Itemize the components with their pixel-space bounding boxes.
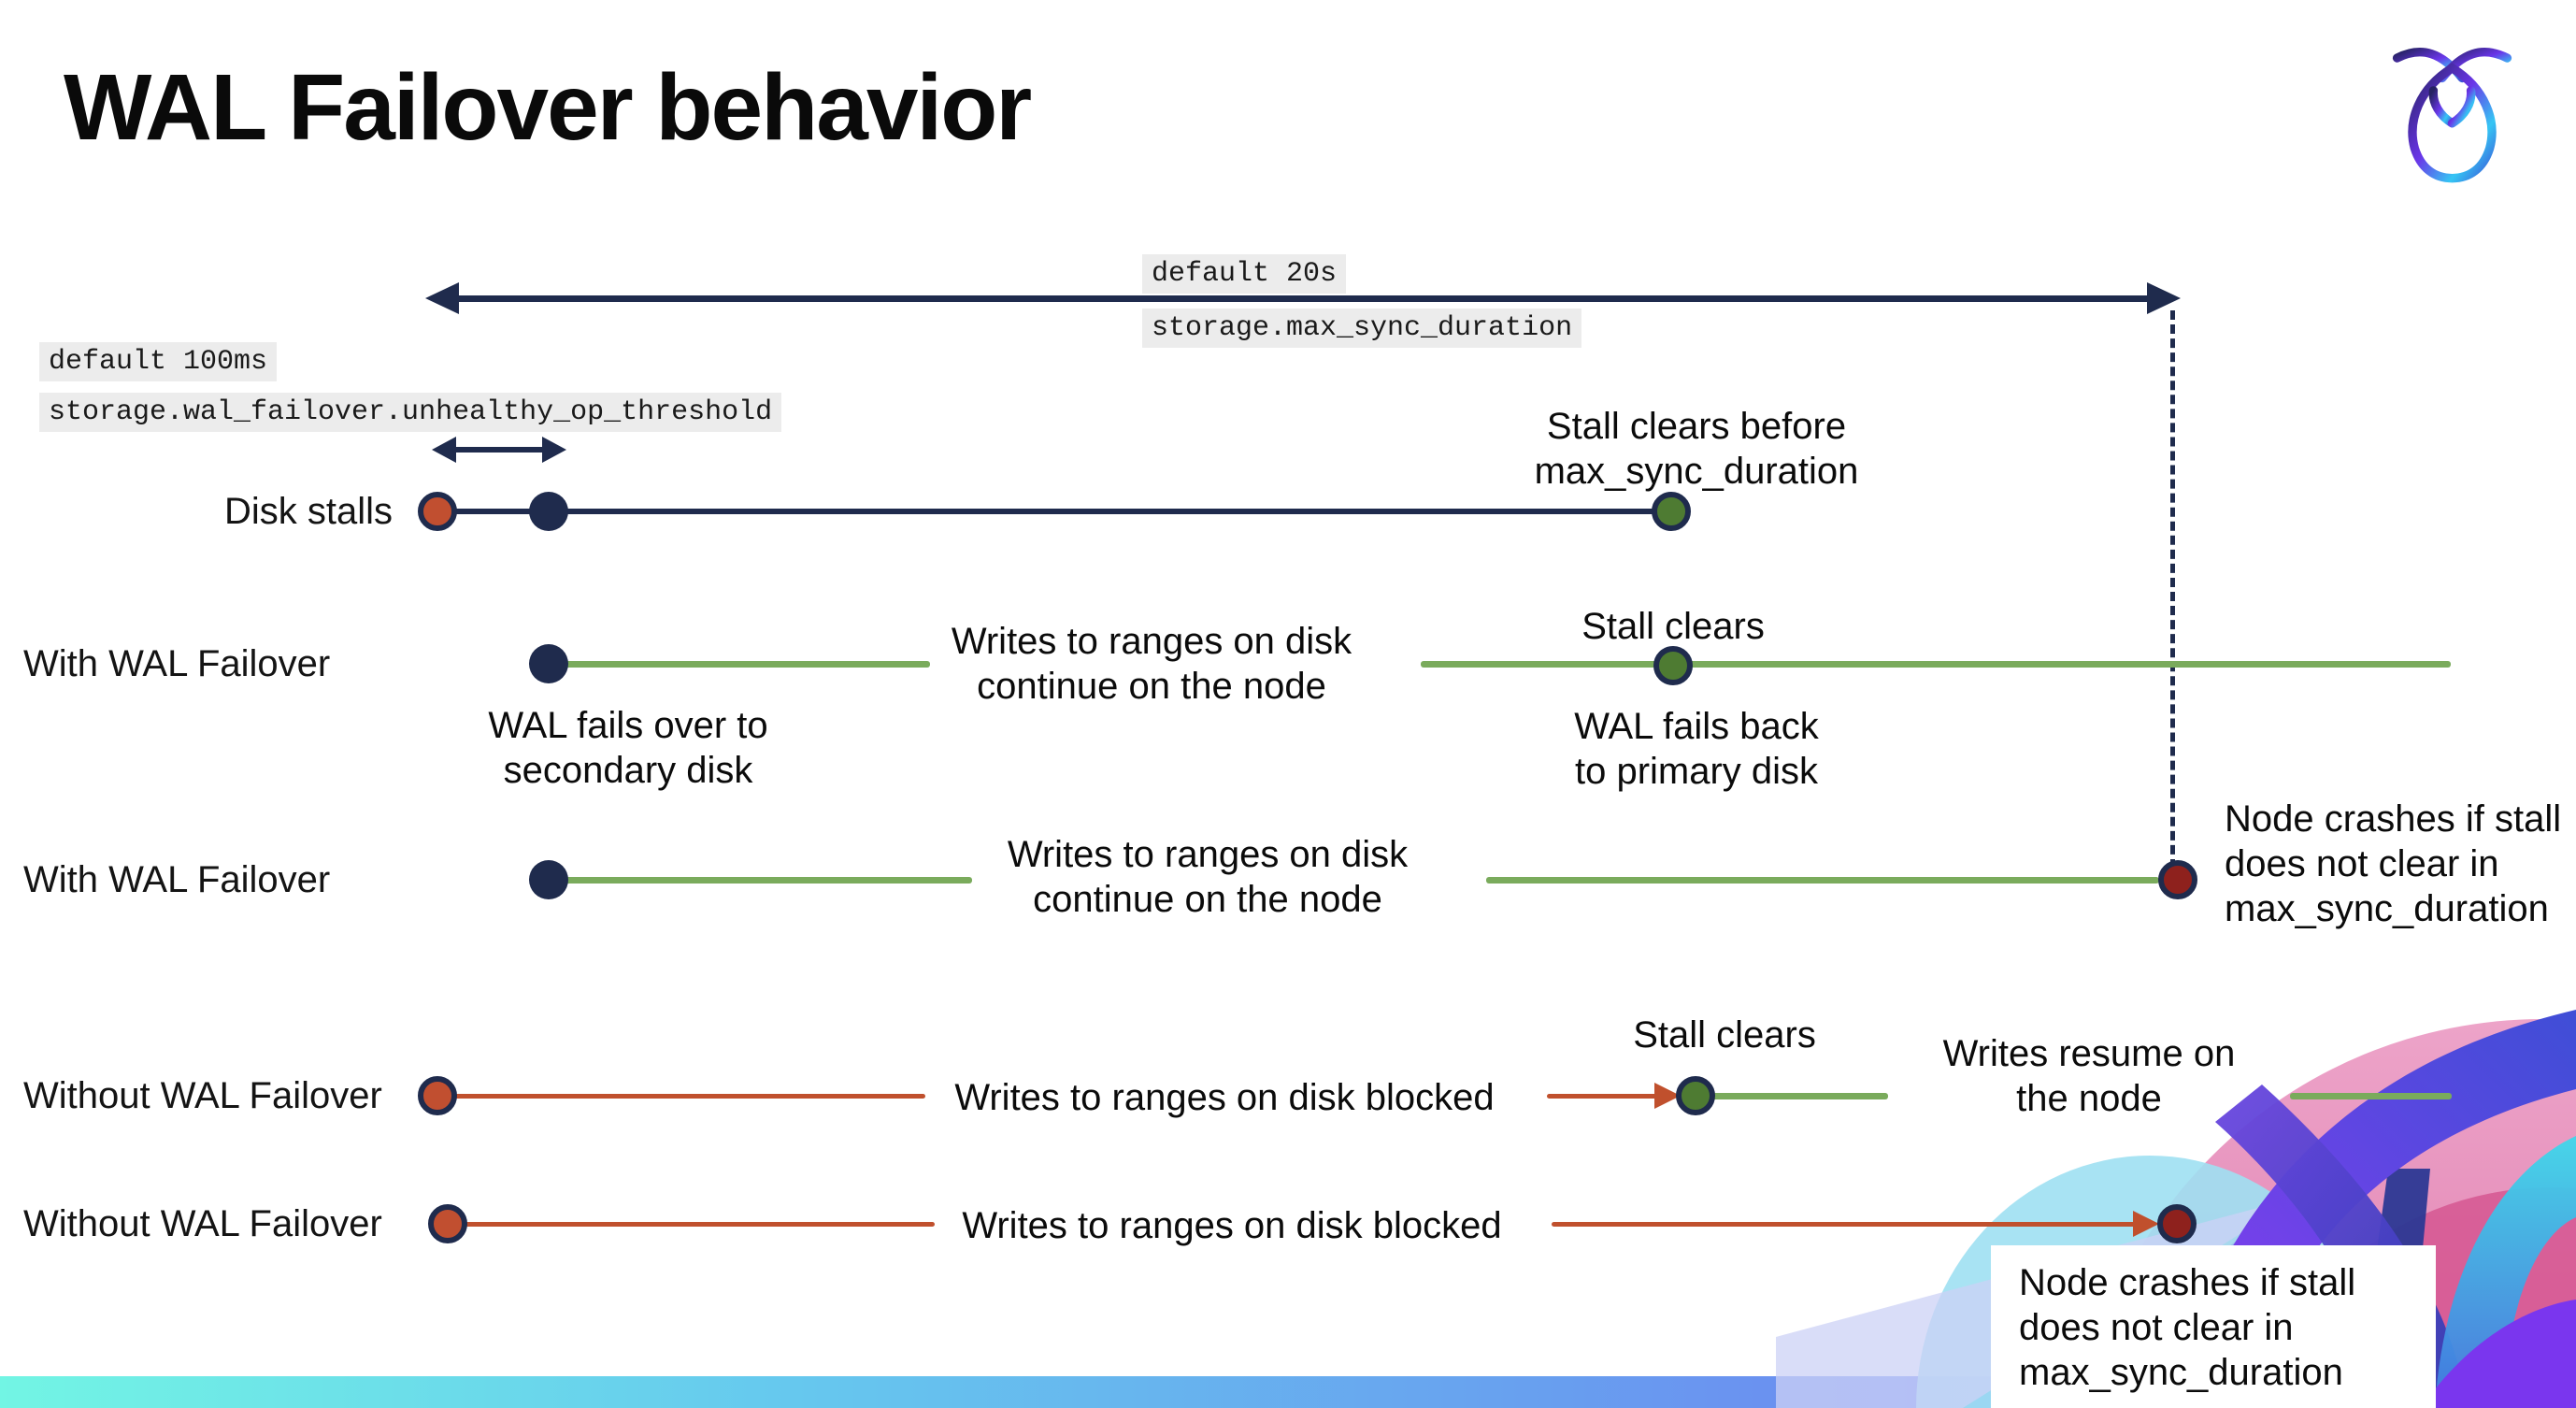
node-crashes-note: Node crashes if stall does not clear in … xyxy=(2225,798,2562,929)
threshold-setting-label: storage.wal_failover.unhealthy_op_thresh… xyxy=(39,393,782,432)
row-label-with-wal-failover: With WAL Failover xyxy=(23,859,331,900)
stall-clears-dot xyxy=(1652,492,1691,531)
writes-blocked-line xyxy=(452,1094,925,1099)
stall-start-dot xyxy=(428,1204,467,1243)
node-crash-dot xyxy=(2157,1204,2197,1243)
arrowhead-right-icon xyxy=(2133,1211,2159,1237)
writes-continue-line xyxy=(561,877,972,884)
row-label-without-wal-failover: Without WAL Failover xyxy=(23,1203,382,1244)
max-sync-duration-span-line xyxy=(456,295,2150,302)
writes-blocked-note: Writes to ranges on disk blocked xyxy=(962,1205,1502,1246)
writes-blocked-line xyxy=(1552,1222,2136,1227)
node-crashes-callout-box xyxy=(1991,1245,2436,1408)
writes-resume-line xyxy=(1710,1093,1888,1099)
writes-blocked-line xyxy=(1547,1094,1659,1099)
wal-fails-over-note: WAL fails over to secondary disk xyxy=(488,705,768,791)
stall-clears-note: Stall clears xyxy=(1581,606,1765,647)
threshold-reached-dot xyxy=(529,492,568,531)
node-crash-dot xyxy=(2158,860,2197,899)
writes-continue-line xyxy=(1421,661,2451,668)
disk-stall-line xyxy=(437,509,1671,514)
row-label-disk-stalls: Disk stalls xyxy=(223,491,393,532)
stall-start-dot xyxy=(418,1076,457,1115)
arrowhead-right-icon xyxy=(542,437,566,463)
stall-clears-dot xyxy=(1676,1076,1715,1115)
writes-continue-line xyxy=(561,661,930,668)
stall-clears-note: Stall clears xyxy=(1633,1014,1816,1056)
row-label-without-wal-failover: Without WAL Failover xyxy=(23,1075,382,1116)
writes-blocked-line xyxy=(463,1222,935,1227)
row-label-with-wal-failover: With WAL Failover xyxy=(23,643,331,684)
stall-clears-before-note: Stall clears before max_sync_duration xyxy=(1534,406,1859,492)
failover-dot xyxy=(529,644,568,683)
writes-blocked-note: Writes to ranges on disk blocked xyxy=(954,1077,1495,1118)
max-sync-default-label: default 20s xyxy=(1142,254,1347,294)
max-sync-setting-label: storage.max_sync_duration xyxy=(1142,309,1582,348)
arrowhead-left-icon xyxy=(425,282,459,314)
writes-resume-note: Writes resume on the node xyxy=(1942,1033,2236,1119)
stall-clears-dot xyxy=(1653,646,1693,685)
threshold-default-label: default 100ms xyxy=(39,342,278,381)
arrowhead-left-icon xyxy=(432,437,456,463)
node-crashes-note: Node crashes if stall does not clear in … xyxy=(2019,1262,2356,1393)
cockroachdb-logo-icon xyxy=(2392,48,2512,183)
writes-continue-line xyxy=(1486,877,2159,884)
stall-start-dot xyxy=(418,492,457,531)
writes-continue-note: Writes to ranges on disk continue on the… xyxy=(951,621,1352,707)
arrowhead-right-icon xyxy=(2147,282,2181,314)
page-title: WAL Failover behavior xyxy=(64,55,1032,160)
threshold-span-line xyxy=(452,447,546,453)
writes-continue-note: Writes to ranges on disk continue on the… xyxy=(1007,834,1409,920)
writes-resume-line xyxy=(2290,1093,2452,1099)
failover-dot xyxy=(529,860,568,899)
wal-fails-back-note: WAL fails back to primary disk xyxy=(1574,706,1819,792)
max-sync-deadline-dashed-line xyxy=(2170,310,2175,883)
